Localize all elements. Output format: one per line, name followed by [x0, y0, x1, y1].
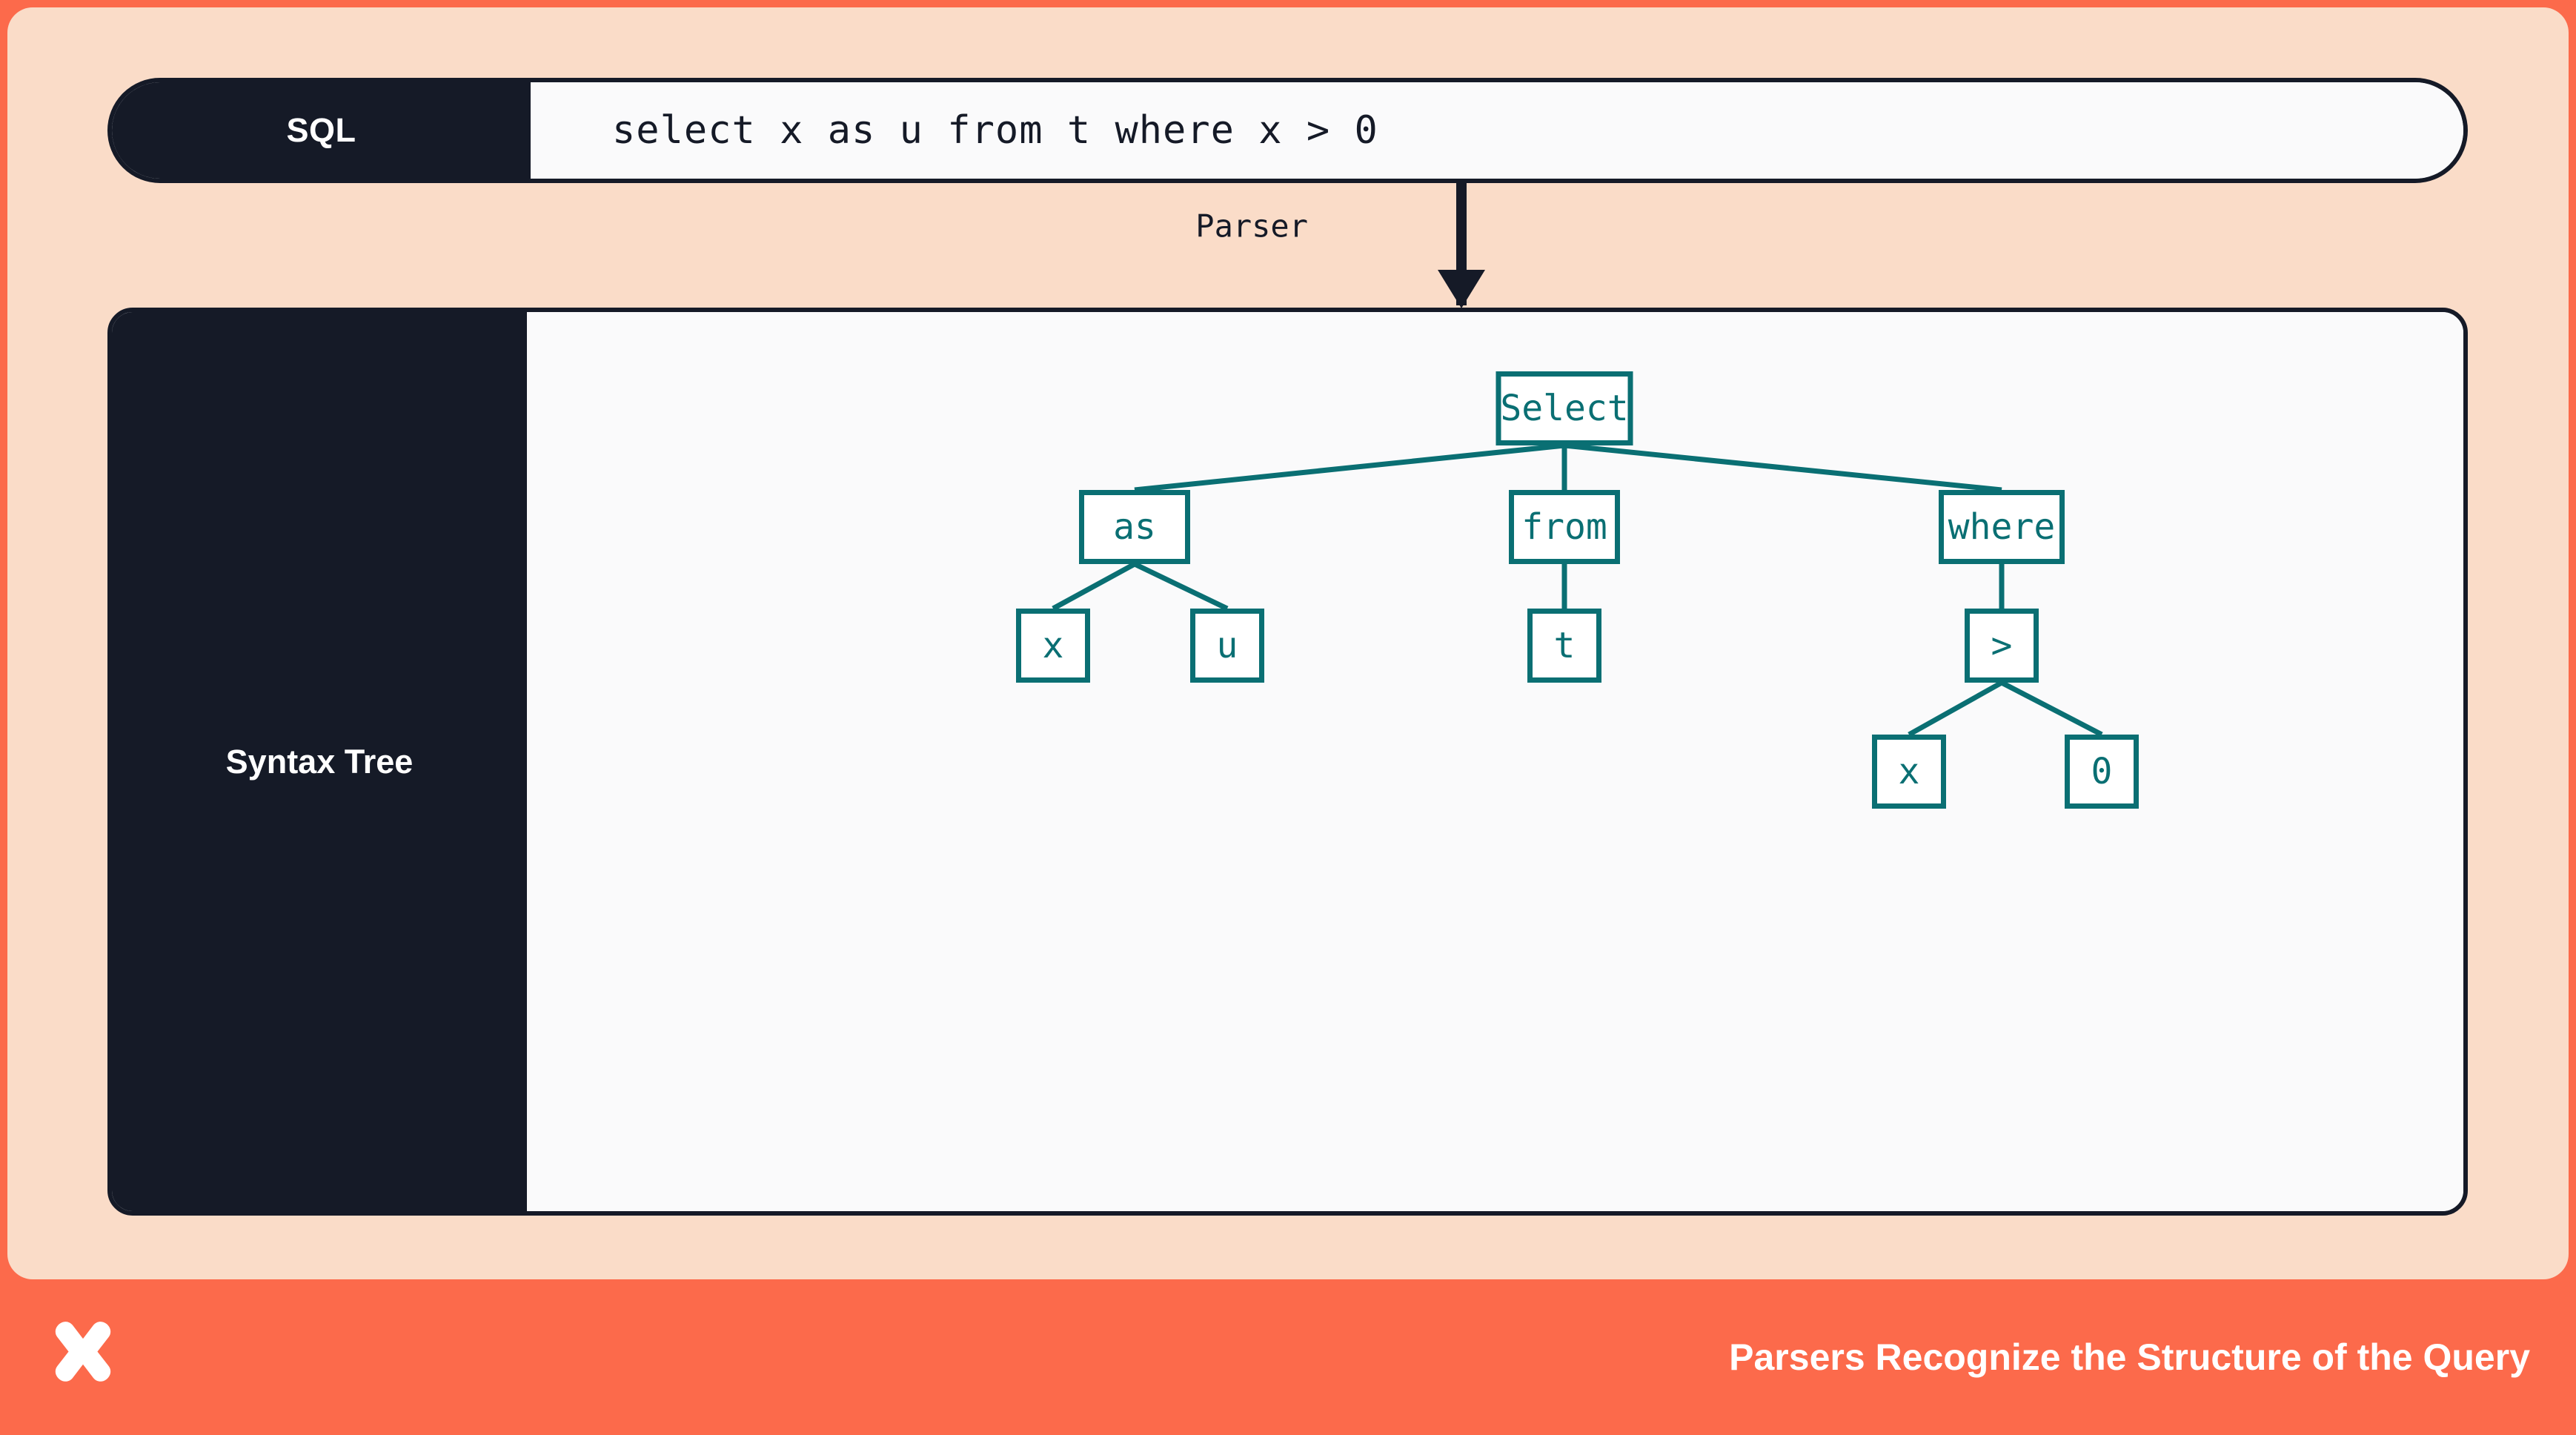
- arrow-down-icon: [1456, 183, 1467, 305]
- tree-edge: [1908, 680, 2003, 738]
- tree-node-label: Select: [1500, 387, 1629, 429]
- parser-label: Parser: [1195, 208, 1308, 245]
- tree-node-gt-x[interactable]: x: [1872, 735, 1946, 809]
- tree-node-label: from: [1521, 506, 1607, 548]
- tree-node-as[interactable]: as: [1079, 490, 1190, 564]
- tree-node-label: >: [1991, 625, 2013, 666]
- tree-node-label: 0: [2091, 751, 2113, 792]
- tree-edges-layer: [1052, 443, 2103, 738]
- tree-node-label: u: [1216, 625, 1238, 666]
- tree-node-from[interactable]: from: [1509, 490, 1620, 564]
- tree-edge: [1134, 443, 1565, 493]
- tree-node-as-x[interactable]: x: [1016, 609, 1090, 683]
- tree-node-label: where: [1948, 506, 2056, 548]
- sql-query-text[interactable]: select x as u from t where x > 0: [531, 82, 2463, 179]
- tree-node-gt[interactable]: >: [1965, 609, 2039, 683]
- footer-bar: Parsers Recognize the Structure of the Q…: [0, 1279, 2576, 1435]
- syntax-tree-canvas: Select as from where x u t > x 0: [527, 312, 2463, 1211]
- tree-node-select[interactable]: Select: [1496, 371, 1633, 445]
- tree-node-label: as: [1113, 506, 1156, 548]
- syntax-tree-label: Syntax Tree: [112, 312, 527, 1211]
- tree-node-as-u[interactable]: u: [1190, 609, 1264, 683]
- tree-node-gt-0[interactable]: 0: [2065, 735, 2139, 809]
- syntax-tree-panel: Syntax Tree Select as from where x u t > x 0: [107, 308, 2468, 1216]
- sql-input-row: SQL select x as u from t where x > 0: [107, 78, 2468, 183]
- tree-node-label: x: [1042, 625, 1064, 666]
- tree-node-from-t[interactable]: t: [1527, 609, 1601, 683]
- tree-edge: [1564, 443, 2002, 493]
- tree-node-label: t: [1553, 625, 1576, 666]
- tree-node-where[interactable]: where: [1939, 490, 2065, 564]
- x-star-logo-icon: [55, 1322, 111, 1382]
- footer-caption: Parsers Recognize the Structure of the Q…: [1729, 1336, 2530, 1378]
- tree-edge: [1052, 561, 1136, 612]
- content-canvas: SQL select x as u from t where x > 0 Par…: [7, 7, 2569, 1279]
- sql-label: SQL: [112, 82, 531, 179]
- tree-edge: [2000, 680, 2103, 738]
- tree-edge: [1133, 561, 1229, 612]
- tree-node-label: x: [1898, 751, 1920, 792]
